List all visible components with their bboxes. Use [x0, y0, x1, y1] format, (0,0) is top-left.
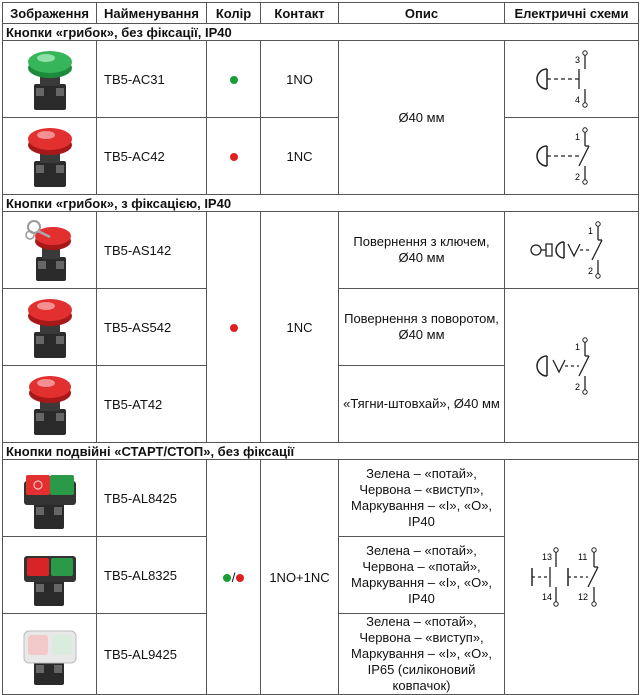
product-image [2, 365, 97, 443]
header-description: Опис [338, 2, 505, 24]
red-dot-icon [236, 573, 245, 582]
color-indicator [206, 40, 261, 118]
color-separator: / [231, 570, 236, 586]
contact-type: 1NO+1NC [260, 459, 339, 695]
terminal-label: 1 [575, 342, 580, 352]
red-dot-icon [229, 324, 238, 333]
color-indicator: / [206, 459, 261, 695]
table-row: TB5-AL8325 Зелена – «потай», Червона – «… [2, 536, 639, 614]
table-row: TB5-AS542 Повернення з поворотом, Ø40 мм… [2, 288, 639, 443]
product-image [2, 117, 97, 195]
description: Повернення з ключем, Ø40 мм [338, 211, 505, 289]
header-color: Колір [206, 2, 261, 24]
color-indicator [206, 211, 261, 443]
contact-type: 1NC [260, 211, 339, 443]
double-button-flush-icon [23, 556, 76, 606]
terminal-label: 4 [575, 95, 580, 105]
key-release-scheme-icon: 1 2 [529, 221, 603, 279]
table-row: TB5-AL8425 / 1NO+1NC Зелена – «потай», Ч… [2, 459, 639, 695]
product-image [2, 40, 97, 118]
section-row: Кнопки подвійні «СТАРТ/СТОП», без фіксац… [2, 442, 639, 460]
product-image [2, 288, 97, 366]
section-title: Кнопки «грибок», без фіксації, IP40 [2, 23, 639, 41]
electrical-scheme: 1 2 [504, 288, 639, 443]
terminal-label: 11 [578, 552, 587, 562]
product-image [2, 536, 97, 614]
push-pull-mushroom-button-icon [28, 376, 71, 435]
terminal-label: 14 [542, 592, 552, 602]
header-schemes: Електричні схеми [504, 2, 639, 24]
header-row: Зображення Найменування Колір Контакт Оп… [2, 2, 639, 24]
description: Зелена – «потай», Червона – «виступ», Ма… [338, 459, 505, 537]
electrical-scheme: 1 2 [504, 117, 639, 195]
product-name: TB5-AS542 [96, 288, 207, 366]
terminal-label: 13 [542, 552, 552, 562]
nc-contact-scheme-icon: 1 2 [535, 127, 590, 185]
terminal-label: 1 [575, 132, 580, 142]
description: Повернення з поворотом, Ø40 мм [338, 288, 505, 366]
product-image [2, 613, 97, 695]
product-name: TB5-AT42 [96, 365, 207, 443]
terminal-label: 2 [588, 266, 593, 276]
contact-type: 1NO [260, 40, 339, 118]
start-stop-scheme-icon: 13 14 11 12 [530, 547, 599, 607]
product-name: TB5-AL9425 [96, 613, 207, 695]
red-mushroom-button-icon [27, 128, 72, 187]
key-mushroom-button-icon [24, 220, 71, 281]
header-image: Зображення [2, 2, 97, 24]
product-name: TB5-AL8425 [96, 459, 207, 537]
product-name: TB5-AS142 [96, 211, 207, 289]
table-row: TB5-AS142 1NC Повернення з ключем, Ø40 м… [2, 211, 639, 443]
electrical-scheme: 3 4 [504, 40, 639, 118]
description: Зелена – «потай», Червона – «виступ», Ма… [338, 613, 505, 695]
double-button-green-red-icon [23, 475, 76, 529]
green-dot-icon [222, 573, 231, 582]
terminal-label: 1 [588, 226, 593, 236]
no-contact-scheme-icon: 3 4 [535, 50, 588, 108]
section-title: Кнопки подвійні «СТАРТ/СТОП», без фіксац… [2, 442, 639, 460]
green-mushroom-button-icon [27, 51, 72, 110]
section-row: Кнопки «грибок», без фіксації, IP40 [2, 23, 639, 41]
terminal-label: 12 [578, 592, 588, 602]
header-name: Найменування [96, 2, 207, 24]
header-contact: Контакт [260, 2, 339, 24]
section-row: Кнопки «грибок», з фіксацією, IP40 [2, 194, 639, 212]
product-name: TB5-AC31 [96, 40, 207, 118]
latching-scheme-icon: 1 2 [535, 336, 590, 395]
contact-type: 1NC [260, 117, 339, 195]
product-image [2, 459, 97, 537]
description: Зелена – «потай», Червона – «потай», Мар… [338, 536, 505, 614]
table-row: TB5-AC31 1NO Ø40 мм 3 4 [2, 40, 639, 195]
double-button-silicone-cap-icon [23, 630, 76, 685]
description: «Тягни-штовхай», Ø40 мм [338, 365, 505, 443]
twist-mushroom-button-icon [27, 299, 72, 358]
color-indicator [206, 117, 261, 195]
product-name: TB5-AC42 [96, 117, 207, 195]
section-title: Кнопки «грибок», з фіксацією, IP40 [2, 194, 639, 212]
product-image [2, 211, 97, 289]
electrical-scheme: 1 2 [504, 211, 639, 289]
green-dot-icon [229, 76, 238, 85]
terminal-label: 2 [575, 172, 580, 182]
table-row: TB5-AC42 1NC 1 2 [2, 117, 639, 195]
electrical-scheme: 13 14 11 12 [504, 459, 639, 695]
terminal-label: 2 [575, 382, 580, 392]
description: Ø40 мм [338, 40, 505, 195]
red-dot-icon [229, 153, 238, 162]
terminal-label: 3 [575, 55, 580, 65]
product-name: TB5-AL8325 [96, 536, 207, 614]
